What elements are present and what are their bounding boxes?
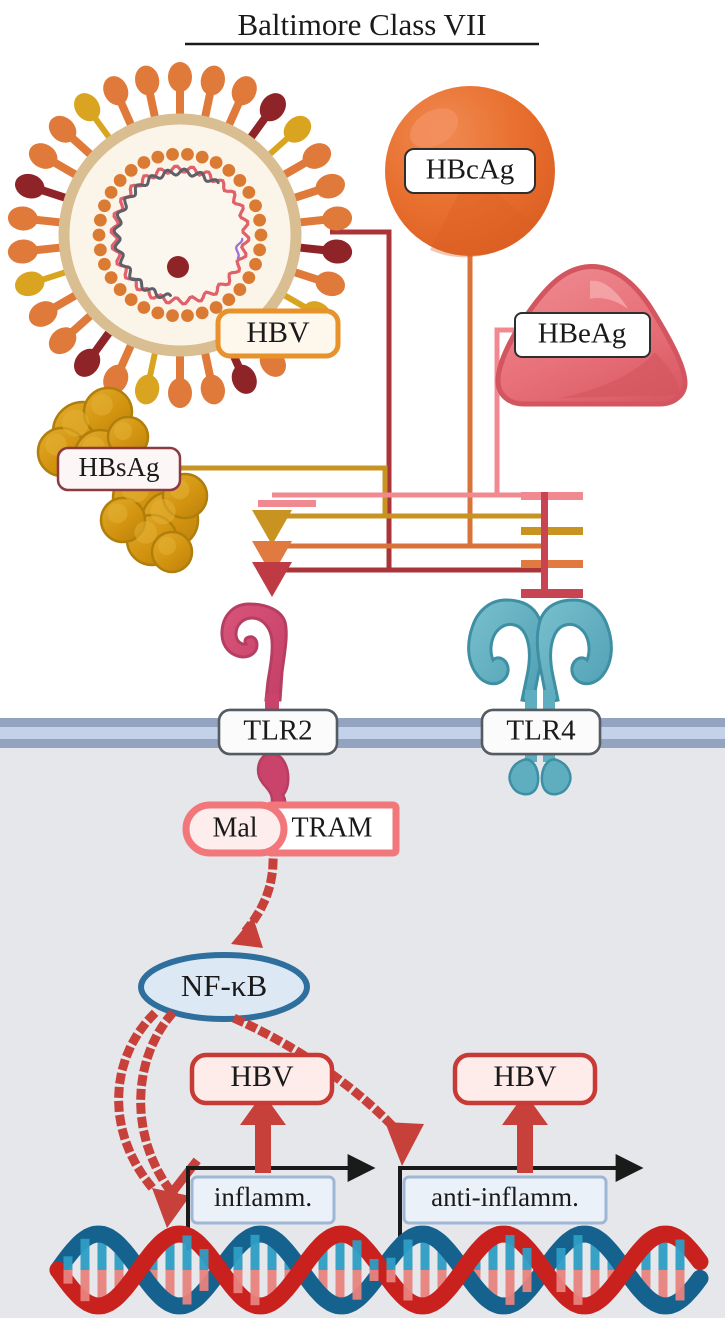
tlr2-activation-arrows xyxy=(252,500,316,597)
product-1-label-text: HBV xyxy=(230,1060,294,1093)
tlr4-label-overlay-text: TLR4 xyxy=(506,715,576,747)
promoter-arrow-inflamm xyxy=(186,1154,376,1250)
hbcag-highlight xyxy=(409,108,459,148)
arrowhead-to-nfkb xyxy=(231,917,263,948)
tlr4-inhibition-tbars xyxy=(521,492,583,598)
hbeag-label: HBeAg xyxy=(514,312,651,358)
gene-anti-inflamm-label-text: anti-inflamm. xyxy=(431,1182,579,1212)
mal-label-text: Mal xyxy=(212,812,257,843)
virion-dna xyxy=(109,164,251,306)
product-arrow-head-2 xyxy=(502,1093,548,1125)
hbeag-highlight xyxy=(590,280,628,309)
hbeag-particle: HBeAg xyxy=(495,264,688,407)
promoter-arrow-anti-inflamm xyxy=(398,1154,644,1250)
virion-capsid-ring xyxy=(92,147,268,323)
dna-double-helix xyxy=(49,1225,709,1315)
adaptor-complex: TRAM Mal xyxy=(182,801,400,857)
plasma-membrane xyxy=(0,718,725,748)
tlr4-tir-right xyxy=(540,758,572,796)
gene-inflamm: inflamm. HBV xyxy=(186,1052,376,1250)
product-arrow-head-1 xyxy=(240,1093,286,1125)
nfkb-node: NF-κB xyxy=(138,952,310,1022)
signal-nfkb-inflamm-inhibit xyxy=(114,1009,159,1192)
hbv-virion: HBV xyxy=(7,62,353,408)
hbeag-label-text: HBeAg xyxy=(538,318,627,350)
arrowhead-anti-inflamm xyxy=(385,1122,424,1166)
nfkb-label-text: NF-κB xyxy=(181,968,267,1003)
arrowhead-hbcag-tlr2 xyxy=(252,541,292,576)
virion-core-space xyxy=(118,173,242,297)
tbar-stem-tlr4 xyxy=(541,492,548,596)
tlr4-tir-left xyxy=(508,758,540,796)
arrowhead-hbv-tlr2 xyxy=(252,562,292,597)
tlr2-label-overlay: TLR2 xyxy=(217,708,339,756)
signal-line-hbsag xyxy=(178,465,545,519)
tlr2-label-overlay-text: TLR2 xyxy=(243,715,312,747)
virion-polymerase xyxy=(167,256,189,278)
hbcag-particle: HBcAg xyxy=(385,86,555,258)
hbsag-label: HBsAg xyxy=(56,446,182,492)
signal-nfkb-inflamm-activate xyxy=(136,1009,183,1205)
arrowhead-inflamm xyxy=(152,1188,190,1228)
hbcag-shade xyxy=(430,171,533,258)
tbar-hbeag-tlr2 xyxy=(258,500,316,507)
hbv-virion-label-text: HBV xyxy=(246,316,310,349)
product-arrow-stem-1 xyxy=(255,1113,271,1173)
signal-line-hbv xyxy=(330,229,545,573)
mal-pill xyxy=(182,801,288,857)
hbsag-particle: HBsAg xyxy=(36,386,209,574)
signal-network xyxy=(178,222,545,573)
tbar-hbsag-tlr4 xyxy=(521,527,583,535)
tram-label-text: TRAM xyxy=(292,812,373,843)
arrowhead-hbsag-tlr2 xyxy=(252,510,292,545)
hbeag-shade xyxy=(560,352,680,398)
tbar-hbcag-tlr4 xyxy=(521,560,583,568)
tlr4-label-overlay: TLR4 xyxy=(480,708,602,756)
gene-anti-inflamm: anti-inflamm. HBV xyxy=(398,1052,644,1250)
hbcag-label: HBcAg xyxy=(404,148,536,194)
gene-inflamm-label-text: inflamm. xyxy=(214,1182,312,1212)
product-2-label-text: HBV xyxy=(493,1060,557,1093)
hbv-virion-label: HBV xyxy=(215,308,341,359)
page-title: Baltimore Class VII xyxy=(185,7,539,46)
tbar-hbv-tlr4 xyxy=(521,589,583,598)
tbar-hbeag-tlr4 xyxy=(521,492,583,500)
signal-adaptor-to-nfkb xyxy=(231,858,278,948)
product-arrow-stem-2 xyxy=(517,1113,533,1173)
hbcag-label-text: HBcAg xyxy=(426,154,515,186)
hbsag-label-text: HBsAg xyxy=(78,452,159,482)
page-title-text: Baltimore Class VII xyxy=(237,7,486,42)
